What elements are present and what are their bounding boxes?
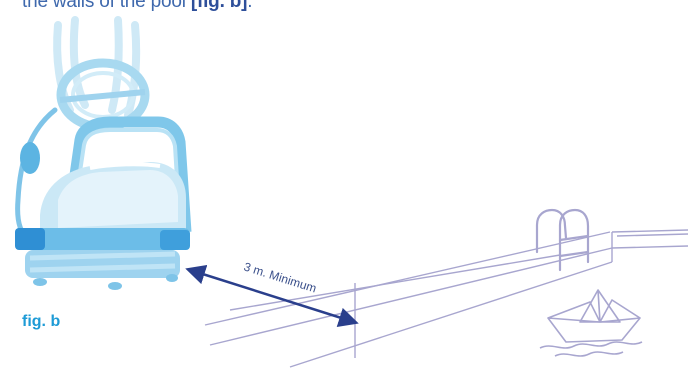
pool-robot-illustration [15, 16, 192, 290]
pool-ladder-illustration [535, 208, 590, 272]
figure-reference: [fig. b] [190, 0, 248, 12]
figure-label: fig. b [22, 313, 61, 330]
instruction-text-main: the walls of the pool [22, 0, 191, 12]
instruction-text: the walls of the pool [fig. b]. [22, 0, 253, 13]
paper-boat-illustration [539, 289, 643, 357]
instruction-text-end: . [247, 0, 253, 12]
distance-arrow [185, 265, 359, 327]
